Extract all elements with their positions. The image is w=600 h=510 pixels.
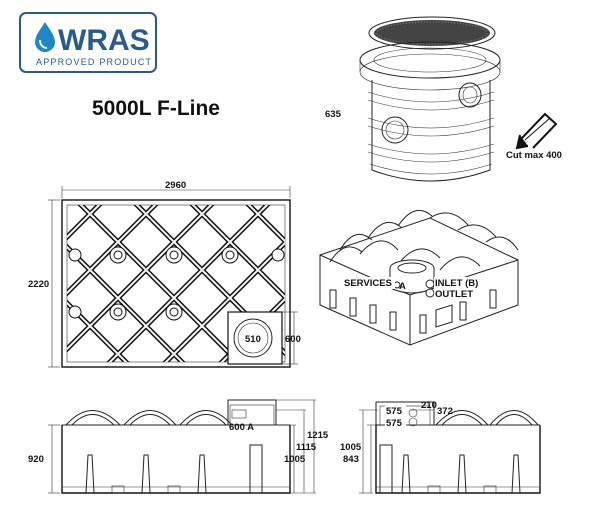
plan-view: 2960 2220: [28, 180, 298, 368]
product-title: 5000L F-Line: [92, 97, 220, 120]
end-view: [359, 401, 541, 494]
services-label: SERVICES: [344, 278, 392, 289]
plan-depth-label: 2220: [28, 279, 49, 290]
end-h1-label: 1005: [340, 442, 362, 453]
badge-tagline: APPROVED PRODUCT: [36, 57, 152, 67]
wras-badge: WRAS APPROVED PRODUCT: [19, 12, 157, 73]
side-h2-label: 1115: [296, 442, 317, 453]
riser-drawing: [359, 16, 501, 182]
side-opening-label: 600 A: [229, 422, 254, 433]
hacksaw-icon: [515, 112, 558, 150]
inlet-label: INLET (B): [435, 278, 478, 289]
side-depth-label: 920: [28, 454, 44, 465]
end-port-a-label: 575: [386, 406, 403, 417]
end-h2-label: 843: [343, 454, 359, 465]
side-h3-label: 1215: [307, 430, 329, 441]
opening-inner-label: 510: [245, 334, 261, 345]
iso-view: [319, 209, 519, 346]
end-port-b-label: 575: [386, 418, 403, 429]
side-view: [48, 399, 316, 494]
end-offset-a-label: 210: [421, 400, 437, 411]
plan-width-label: 2960: [165, 180, 186, 191]
services-ref-label: A: [399, 281, 406, 292]
side-h1-label: 1005: [284, 454, 306, 465]
riser-height-label: 635: [325, 109, 342, 120]
end-offset-b-label: 372: [437, 406, 453, 417]
outlet-label: OUTLET: [435, 289, 473, 300]
cut-max-label: Cut max 400: [506, 150, 562, 161]
opening-outer-label: 600: [285, 334, 301, 345]
badge-brand: WRAS: [58, 24, 150, 57]
